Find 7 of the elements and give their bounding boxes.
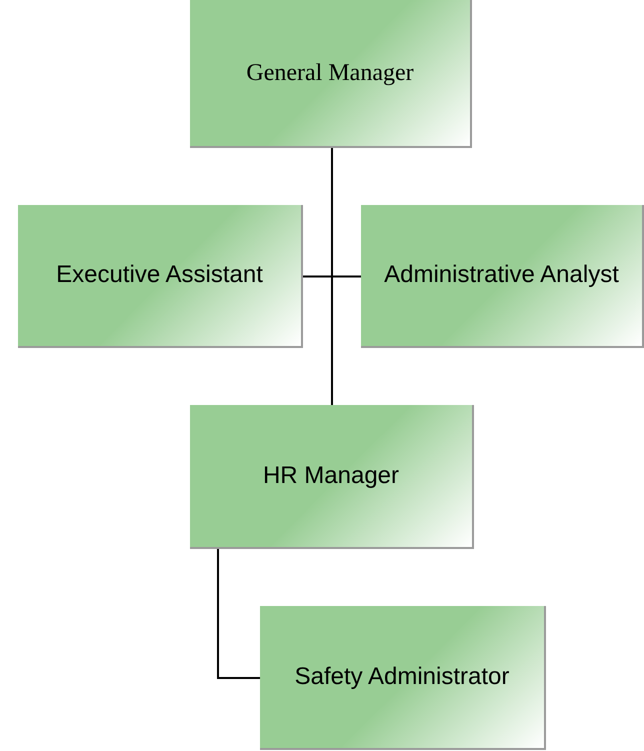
position-box: Executive Assistant xyxy=(18,205,303,348)
position-box: HR Manager xyxy=(190,405,474,549)
position-box: Administrative Analyst xyxy=(361,205,644,348)
position-box: Safety Administrator xyxy=(260,606,546,750)
connector-line xyxy=(217,549,260,679)
connector-line xyxy=(331,148,333,405)
position-box: General Manager xyxy=(190,0,472,148)
